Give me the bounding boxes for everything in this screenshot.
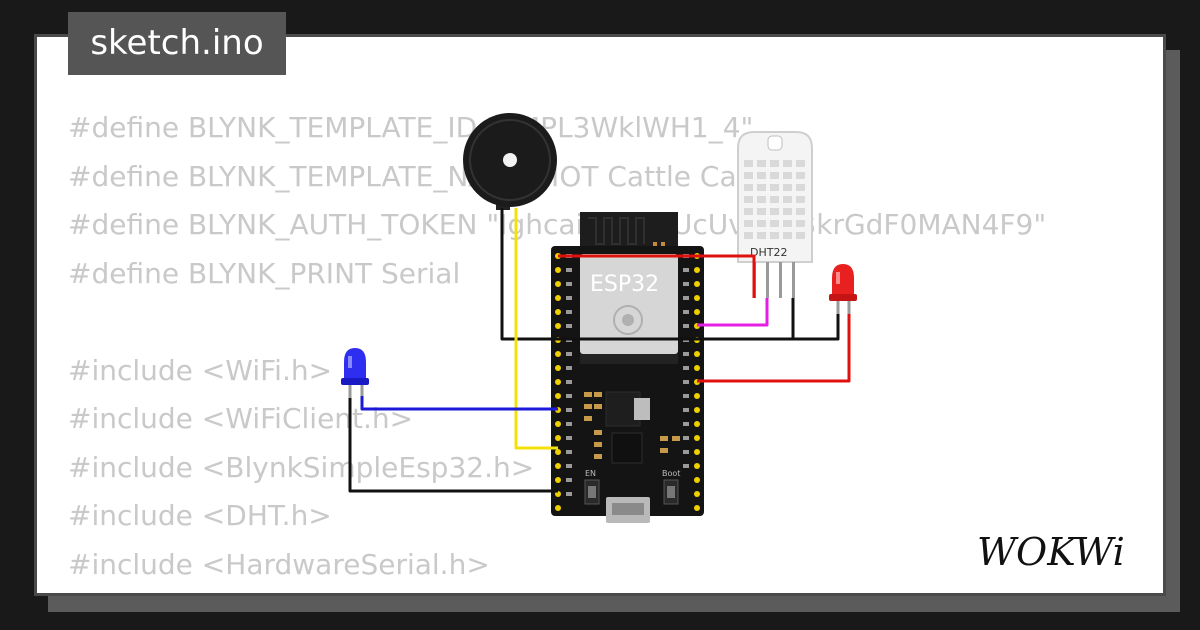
wokwi-logo: WOKWi — [977, 530, 1125, 574]
code-line: #include <BlynkSimpleEsp32.h> — [68, 450, 535, 484]
code-line: #include <WiFi.h> — [68, 353, 333, 387]
wire-yellow-buzzer — [514, 208, 558, 450]
blue-led[interactable] — [341, 348, 369, 398]
wire-black-red-led — [793, 314, 840, 341]
sensor-label: DHT22 — [750, 246, 787, 259]
boot-button-label: Boot — [662, 469, 680, 478]
code-line: #include <DHT.h> — [68, 499, 332, 532]
wire-magenta-dht — [697, 298, 769, 327]
wire-black-buzzer — [500, 208, 795, 341]
buzzer[interactable] — [463, 113, 557, 210]
board-label: ESP32 — [590, 272, 659, 297]
en-button-label: EN — [585, 469, 596, 478]
red-led[interactable] — [829, 264, 857, 314]
brand-text: WOKWi — [977, 530, 1125, 574]
code-line: #include <HardwareSerial.h> — [68, 547, 490, 581]
wire-red-dht — [558, 254, 756, 298]
wire-black-blue-led — [348, 398, 558, 493]
wires — [348, 208, 851, 493]
code-line: #define BLYNK_PRINT Serial — [68, 256, 461, 290]
file-tab[interactable]: sketch.ino — [68, 12, 286, 75]
dht22-sensor[interactable]: DHT22 — [737, 131, 813, 298]
esp32-board[interactable]: ESP32 EN Boot — [551, 212, 704, 523]
wire-blue-led — [360, 396, 558, 411]
wire-red-led — [697, 314, 851, 383]
